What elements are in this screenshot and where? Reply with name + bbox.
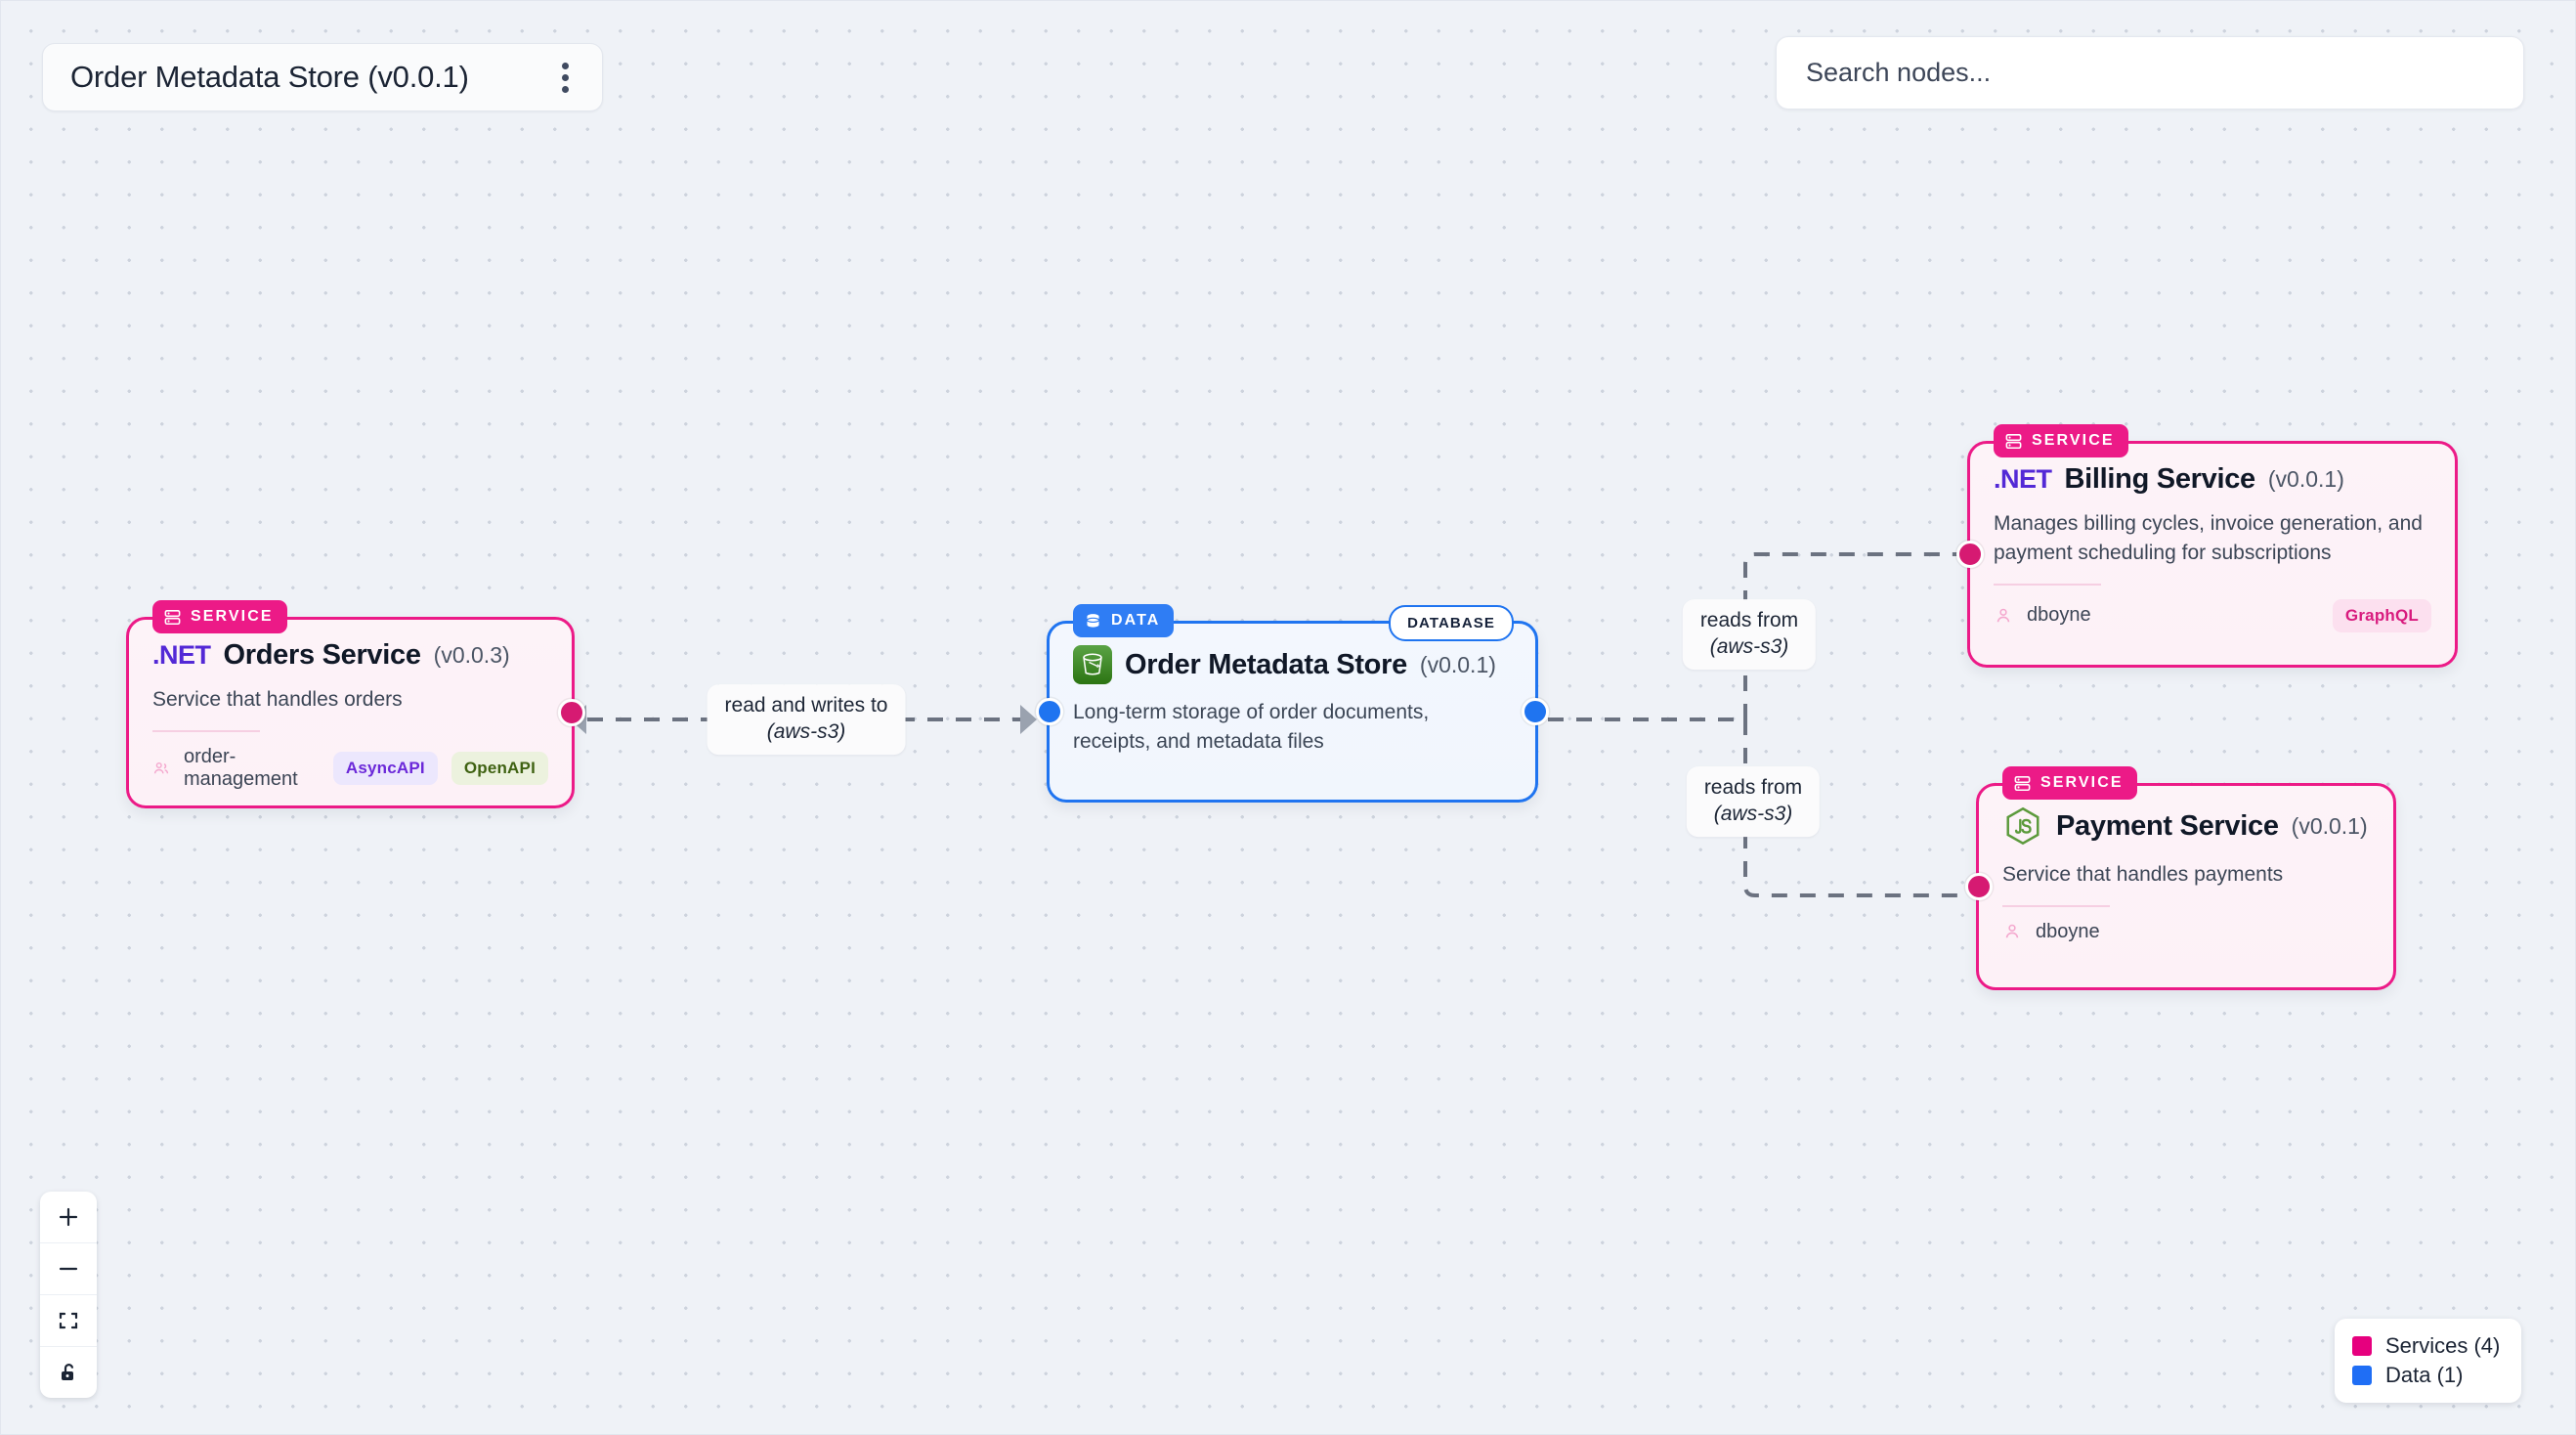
node-title-row: Order Metadata Store (v0.0.1)	[1073, 645, 1512, 684]
legend-swatch-data	[2352, 1366, 2372, 1385]
node-description: Manages billing cycles, invoice generati…	[1994, 512, 2423, 564]
node-description: Service that handles orders	[152, 688, 403, 711]
edge-label-line2: (aws-s3)	[766, 720, 846, 743]
node-type-badge-data: DATA	[1073, 604, 1175, 637]
node-handle-left[interactable]	[1036, 698, 1063, 725]
user-icon	[1996, 608, 2010, 622]
legend-item-data[interactable]: Data (1)	[2352, 1361, 2500, 1390]
arrowhead-to-store	[1020, 705, 1037, 734]
node-name: Orders Service	[223, 639, 421, 671]
legend: Services (4) Data (1)	[2335, 1319, 2522, 1403]
server-rack-icon	[2005, 433, 2022, 449]
zoom-in-button[interactable]	[40, 1192, 97, 1243]
zoom-out-button[interactable]	[40, 1243, 97, 1295]
edge-label-line1: reads from	[1699, 609, 1799, 632]
fit-view-button[interactable]	[40, 1295, 97, 1347]
node-order-metadata-store[interactable]: DATA DATABASE	[1036, 604, 1549, 803]
node-type-badge-service: SERVICE	[152, 600, 287, 633]
node-type-label: SERVICE	[191, 608, 274, 625]
node-footer: dboyne	[2002, 921, 2370, 961]
legend-item-services[interactable]: Services (4)	[2352, 1331, 2500, 1361]
node-owner: dboyne	[2036, 920, 2100, 942]
node-name: Order Metadata Store	[1125, 648, 1407, 680]
unlock-icon	[62, 1364, 74, 1380]
server-rack-icon	[164, 609, 181, 625]
dotnet-icon: .NET	[152, 640, 211, 670]
divider	[1994, 583, 2101, 586]
plus-icon	[59, 1207, 78, 1227]
node-title-row: .NET Orders Service (v0.0.3)	[152, 639, 548, 672]
edge-label-store-to-payment: reads from (aws-s3)	[1686, 766, 1821, 837]
node-subtype-pill: DATABASE	[1389, 605, 1514, 641]
dotnet-icon: .NET	[1994, 464, 2052, 494]
node-orders-service[interactable]: SERVICE .NET Orders Service (v0.0.3) Ser…	[126, 600, 585, 808]
node-description: Service that handles payments	[2002, 863, 2284, 886]
legend-label-data: Data (1)	[2385, 1363, 2464, 1387]
node-version: (v0.0.1)	[2267, 466, 2344, 492]
node-owner: dboyne	[2027, 604, 2091, 627]
chip-graphql[interactable]: GraphQL	[2332, 598, 2431, 632]
lock-toggle-button[interactable]	[40, 1347, 97, 1398]
zoom-controls[interactable]	[40, 1192, 97, 1398]
graph-title-bar[interactable]: Order Metadata Store (v0.0.1)	[42, 43, 603, 111]
divider	[152, 729, 260, 732]
node-description: Long-term storage of order documents, re…	[1073, 701, 1430, 753]
aws-s3-bucket-icon	[1073, 645, 1112, 684]
node-billing-service[interactable]: SERVICE .NET Billing Service (v0.0.1) Ma…	[1956, 424, 2458, 668]
server-rack-icon	[2014, 775, 2031, 791]
node-title-row: .NET Billing Service (v0.0.1)	[1994, 463, 2431, 496]
edge-label-store-to-billing: reads from (aws-s3)	[1682, 599, 1817, 670]
node-type-badge-service: SERVICE	[2002, 766, 2137, 800]
node-handle-right[interactable]	[558, 699, 585, 726]
database-icon	[1086, 613, 1100, 628]
search-input[interactable]	[1804, 57, 2496, 89]
node-type-label: DATA	[1111, 612, 1161, 629]
node-name: Billing Service	[2064, 463, 2256, 495]
edge-label-orders-to-store: read and writes to (aws-s3)	[707, 684, 906, 755]
node-type-label: SERVICE	[2032, 432, 2115, 449]
legend-swatch-services	[2352, 1336, 2372, 1356]
kebab-menu-icon[interactable]	[550, 55, 580, 101]
edge-label-line2: (aws-s3)	[1713, 803, 1793, 825]
nodejs-icon	[2002, 805, 2043, 847]
node-type-label: SERVICE	[2040, 774, 2124, 791]
node-version: (v0.0.1)	[1419, 651, 1496, 677]
node-payment-service[interactable]: SERVICE Payment Service (v0.0.1) Service…	[1965, 766, 2396, 990]
node-owner: order-management	[183, 745, 298, 790]
user-icon	[2005, 925, 2019, 938]
legend-label-services: Services (4)	[2385, 1333, 2501, 1358]
edge-label-line2: (aws-s3)	[1709, 635, 1789, 658]
node-footer: order-management AsyncAPI OpenAPI	[152, 746, 548, 808]
node-handle-right[interactable]	[1522, 698, 1549, 725]
minus-icon	[59, 1267, 78, 1271]
node-type-badge-service: SERVICE	[1994, 424, 2128, 457]
node-version: (v0.0.1)	[2291, 812, 2368, 839]
fit-view-icon	[59, 1312, 78, 1329]
edge-label-line1: read and writes to	[724, 694, 888, 718]
page-title: Order Metadata Store (v0.0.1)	[70, 60, 469, 94]
edge-label-line1: reads from	[1703, 776, 1803, 800]
search-box[interactable]	[1776, 36, 2524, 109]
chip-openapi[interactable]: OpenAPI	[451, 751, 548, 785]
node-handle-left[interactable]	[1965, 873, 1993, 900]
node-title-row: Payment Service (v0.0.1)	[2002, 805, 2370, 847]
divider	[2002, 904, 2110, 907]
node-footer: dboyne GraphQL	[1994, 598, 2431, 650]
users-icon	[153, 761, 169, 774]
node-version: (v0.0.3)	[433, 642, 510, 668]
node-name: Payment Service	[2056, 809, 2279, 842]
chip-asyncapi[interactable]: AsyncAPI	[332, 751, 438, 785]
node-handle-left[interactable]	[1956, 541, 1984, 568]
